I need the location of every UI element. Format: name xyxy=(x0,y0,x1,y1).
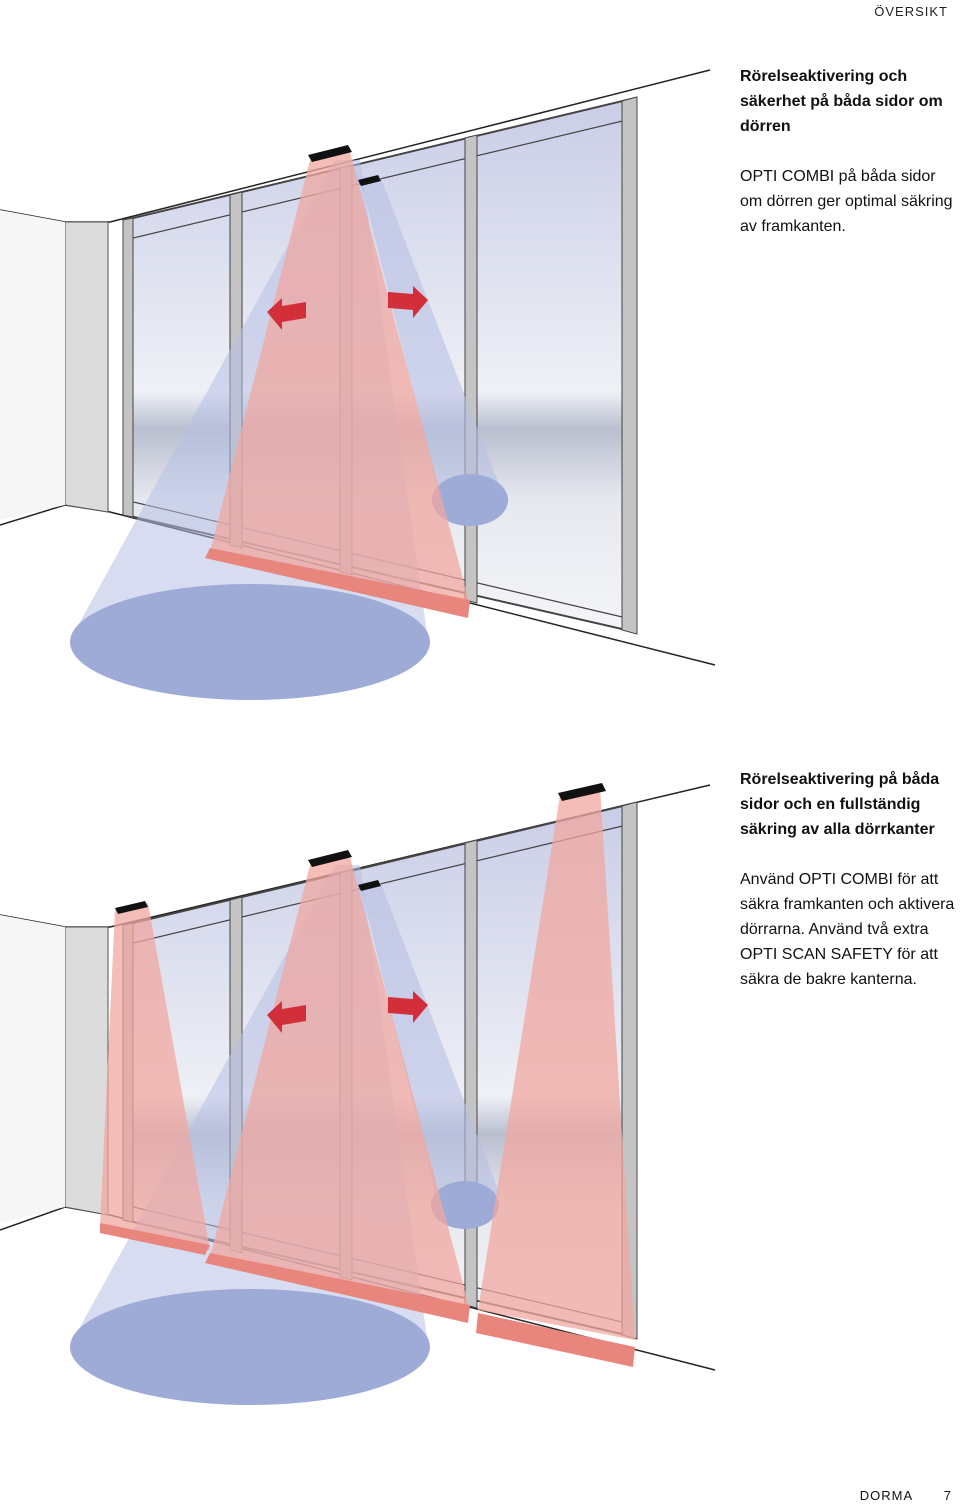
section-2-body: Använd OPTI COMBI för att säkra framkant… xyxy=(740,871,955,988)
safety-floor-strip xyxy=(205,548,470,618)
door-illustration-front-safety xyxy=(0,0,720,720)
safety-curtain-right xyxy=(478,787,635,1340)
detection-zone-back xyxy=(431,1181,499,1229)
arrow-left-icon xyxy=(267,298,306,330)
detection-zone-front xyxy=(70,584,430,700)
safety-floor-strip-right xyxy=(476,1313,635,1367)
sensor-unit-back xyxy=(358,880,381,891)
scan-safety-sensor-left xyxy=(115,901,148,914)
safety-curtain-center xyxy=(210,857,470,1310)
safety-floor-strip-left xyxy=(100,1223,210,1255)
page-footer: DORMA 7 xyxy=(860,1488,952,1503)
section-2-heading: Rörelseaktivering på båda sidor och en f… xyxy=(740,771,940,838)
door-illustration-svg xyxy=(0,69,716,700)
sensor-unit xyxy=(308,145,352,162)
door-illustration-svg-2 xyxy=(0,783,716,1405)
arrow-right-icon xyxy=(388,991,428,1023)
section-label: ÖVERSIKT xyxy=(874,4,948,19)
section-1-text: Rörelseaktivering och säkerhet på båda s… xyxy=(740,64,955,239)
safety-floor-strip-center xyxy=(205,1253,470,1323)
detection-zone-back xyxy=(432,474,508,526)
arrow-left-icon xyxy=(267,1001,306,1033)
side-wall xyxy=(64,926,109,1216)
safety-curtain xyxy=(210,152,470,605)
sensor-unit-back xyxy=(358,175,381,186)
door-illustration-full-safety xyxy=(0,715,720,1435)
sensor-unit xyxy=(308,850,352,867)
section-1-heading: Rörelseaktivering och säkerhet på båda s… xyxy=(740,68,943,135)
wall-left xyxy=(0,915,65,1223)
detection-field-back xyxy=(360,176,505,500)
detection-field-back xyxy=(360,881,500,1195)
side-wall xyxy=(64,221,109,513)
scan-safety-sensor-right xyxy=(558,783,606,801)
page-number: 7 xyxy=(943,1488,952,1503)
section-1-body: OPTI COMBI på båda sidor om dörren ger o… xyxy=(740,168,953,235)
footer-brand: DORMA xyxy=(859,1488,914,1503)
safety-curtain-left xyxy=(100,903,210,1250)
arrow-right-icon xyxy=(388,286,428,318)
wall-left xyxy=(0,210,65,520)
section-2-text: Rörelseaktivering på båda sidor och en f… xyxy=(740,767,955,992)
detection-zone-front xyxy=(70,1289,430,1405)
